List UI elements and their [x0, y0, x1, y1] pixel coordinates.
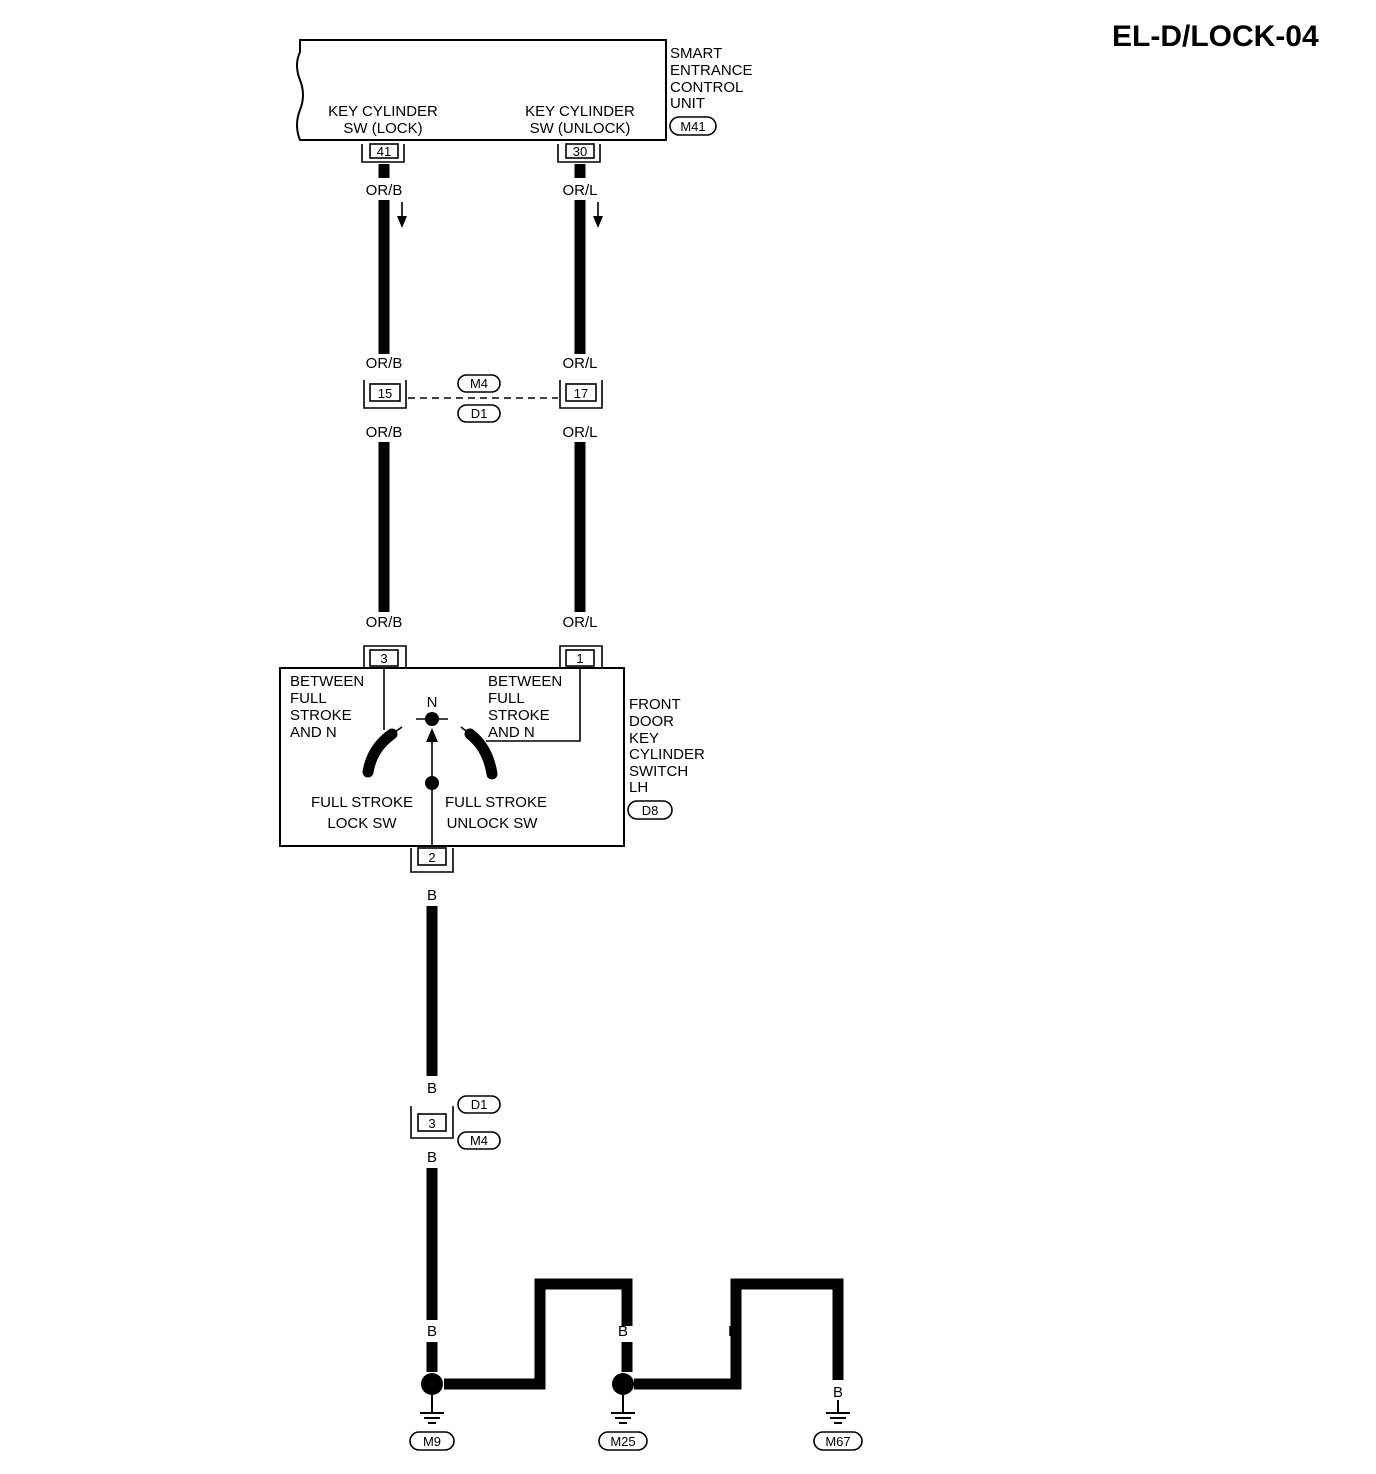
unlock-terminal-label: SW (UNLOCK) — [530, 120, 631, 137]
control-unit-box — [296, 39, 667, 141]
page-code: EL-D/LOCK-04 — [1112, 20, 1319, 53]
connector-tag-d1-lower: D1 — [457, 1095, 501, 1114]
pin-number: 15 — [378, 386, 392, 401]
lock-terminal-label: SW (LOCK) — [343, 120, 422, 137]
switch-label-line: FULL — [488, 690, 525, 707]
wire-color-label: B — [427, 887, 437, 904]
wire-color-label: B — [618, 1323, 628, 1340]
lock-sw-label: FULL STROKE — [311, 794, 413, 811]
switch-terminal-3: 3 — [363, 645, 407, 668]
ground-point-m9: M9 — [409, 1373, 455, 1451]
pin-number: 3 — [428, 1116, 435, 1131]
switch-name-line: FRONT — [629, 696, 681, 713]
connector-tag-text: D1 — [471, 406, 488, 421]
switch-name-line: SWITCH — [629, 763, 688, 780]
signal-arrow — [397, 202, 407, 228]
switch-label-line: BETWEEN — [290, 673, 364, 690]
pin-number: 17 — [574, 386, 588, 401]
wire-color-label: B — [427, 1149, 437, 1166]
switch-terminal-1: 1 — [559, 645, 603, 668]
contact-tip — [460, 726, 471, 735]
pin-number: 30 — [573, 144, 587, 159]
switch-arm — [425, 728, 439, 790]
key-switch-box — [279, 667, 625, 847]
control-unit-name: SMART ENTRANCE CONTROL UNIT — [670, 45, 753, 112]
connector-tag-text: D1 — [471, 1097, 488, 1112]
connector-tag-text: M41 — [680, 119, 705, 134]
wire-color-label: B — [427, 1080, 437, 1097]
unlock-sw-label: UNLOCK SW — [447, 815, 539, 832]
connector-tag-text: D8 — [642, 803, 659, 818]
wire-color-label: OR/B — [366, 424, 403, 441]
ground-tag-text: M25 — [610, 1434, 635, 1449]
pin-number: 2 — [428, 850, 435, 865]
wire-color-label: OR/L — [562, 614, 597, 631]
ground-point-m67: M67 — [813, 1400, 863, 1451]
pin-number: 1 — [576, 651, 583, 666]
left-position-label: BETWEEN FULL STROKE AND N — [290, 673, 364, 741]
wire-color-label: OR/B — [366, 182, 403, 199]
wire-color-label: OR/B — [366, 355, 403, 372]
ground-bus — [634, 1278, 844, 1390]
terminal-30: 30 — [557, 143, 601, 163]
switch-label-line: STROKE — [488, 707, 550, 724]
signal-arrow — [593, 202, 603, 228]
connector-tag-m4: M4 — [457, 374, 501, 393]
switch-label-line: AND N — [488, 724, 535, 741]
ground-bus — [444, 1278, 633, 1390]
lock-full-stroke-contact — [362, 728, 398, 778]
connector-tag-text: M4 — [470, 376, 488, 391]
connector-tag-m4-lower: M4 — [457, 1131, 501, 1150]
key-switch-name: FRONT DOOR KEY CYLINDER SWITCH LH — [629, 696, 705, 796]
pin-number: 3 — [380, 651, 387, 666]
control-unit-name-line: UNIT — [670, 95, 705, 112]
wire-color-label: OR/L — [562, 355, 597, 372]
switch-terminal-2: 2 — [410, 847, 454, 873]
wire-color-label: OR/L — [562, 182, 597, 199]
neutral-label: N — [427, 694, 438, 711]
connector-tag-text: M4 — [470, 1133, 488, 1148]
joint-connector-17: 17 — [559, 380, 603, 409]
connector-tag-m41: M41 — [669, 116, 717, 136]
pin-number: 41 — [377, 144, 391, 159]
ground-tag-text: M9 — [423, 1434, 441, 1449]
unlock-terminal-label: KEY CYLINDER — [525, 103, 635, 120]
connector-tag-d1: D1 — [457, 404, 501, 423]
joint-connector-3: 3 — [410, 1106, 454, 1139]
wire-color-label: B — [728, 1323, 738, 1340]
ground-tag-text: M67 — [825, 1434, 850, 1449]
switch-label-line: FULL — [290, 690, 327, 707]
control-unit-name-line: SMART — [670, 45, 722, 62]
joint-connector-15: 15 — [363, 380, 407, 409]
lock-terminal-label: KEY CYLINDER — [328, 103, 438, 120]
unlock-full-stroke-contact — [464, 728, 498, 780]
right-position-label: BETWEEN FULL STROKE AND N — [488, 673, 562, 741]
connector-tag-d8: D8 — [627, 800, 673, 820]
wire-color-label: B — [427, 1323, 437, 1340]
terminal-41: 41 — [361, 143, 405, 163]
neutral-contact — [416, 712, 448, 726]
switch-name-line: KEY — [629, 730, 659, 747]
unlock-sw-label: FULL STROKE — [445, 794, 547, 811]
switch-name-line: DOOR — [629, 713, 674, 730]
switch-lead — [486, 668, 581, 742]
ground-point-m25: M25 — [598, 1373, 648, 1451]
wire-color-label: B — [833, 1384, 843, 1401]
switch-name-line: LH — [629, 779, 648, 796]
wire-color-label: OR/B — [366, 614, 403, 631]
contact-tip — [391, 726, 403, 735]
wire-color-label: OR/L — [562, 424, 597, 441]
switch-label-line: BETWEEN — [488, 673, 562, 690]
switch-label-line: STROKE — [290, 707, 352, 724]
control-unit-name-line: CONTROL — [670, 79, 743, 96]
lock-sw-label: LOCK SW — [327, 815, 397, 832]
switch-label-line: AND N — [290, 724, 337, 741]
wire-color-label: B — [535, 1323, 545, 1340]
control-unit-name-line: ENTRANCE — [670, 62, 753, 79]
switch-name-line: CYLINDER — [629, 746, 705, 763]
